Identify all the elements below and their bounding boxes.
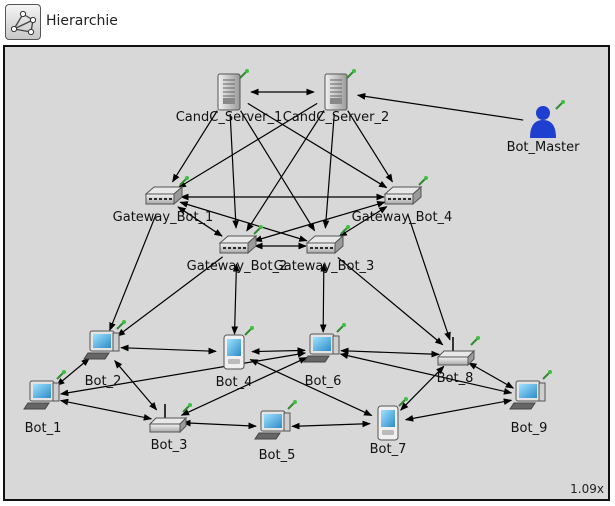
link-candc2-gw3 <box>322 113 335 229</box>
link-gw2-bot2 <box>116 256 223 337</box>
link-gw1-bot2 <box>109 213 157 332</box>
link-master-candc2 <box>356 93 524 121</box>
node-label-gw2: Gateway_Bot_2 <box>187 259 288 274</box>
node-gw2[interactable] <box>218 225 263 255</box>
link-candc1-gw2 <box>229 113 240 229</box>
pda-icon[interactable] <box>223 326 254 370</box>
pc-icon[interactable] <box>303 323 346 363</box>
status-indicator-icon <box>253 225 263 235</box>
router-icon[interactable] <box>436 336 480 367</box>
node-bot3[interactable] <box>148 403 192 434</box>
node-label-candc2: CandC_Server_2 <box>283 110 390 125</box>
status-indicator-icon <box>239 69 249 79</box>
node-master[interactable] <box>530 100 565 138</box>
zoom-level: 1.09x <box>570 482 604 496</box>
server-icon[interactable] <box>324 69 356 111</box>
node-label-master: Bot_Master <box>507 140 581 155</box>
status-indicator-icon <box>244 326 254 336</box>
pda-icon[interactable] <box>377 397 408 441</box>
node-label-bot8: Bot_8 <box>437 371 474 386</box>
person-icon[interactable] <box>530 100 565 138</box>
pc-icon[interactable] <box>83 320 126 360</box>
server-icon[interactable] <box>217 69 249 111</box>
module-header: Hierarchie <box>0 0 615 44</box>
status-indicator-icon <box>56 370 66 380</box>
node-label-gw4: Gateway_Bot_4 <box>352 210 453 225</box>
node-gw4[interactable] <box>383 176 428 206</box>
node-bot9[interactable] <box>509 370 552 410</box>
link-bot1-bot3 <box>59 398 153 421</box>
status-indicator-icon <box>179 176 189 186</box>
node-label-bot3: Bot_3 <box>151 438 188 453</box>
network-module-icon[interactable] <box>5 4 41 40</box>
node-label-bot9: Bot_9 <box>511 421 548 436</box>
node-bot2[interactable] <box>83 320 126 360</box>
status-indicator-icon <box>555 100 565 110</box>
switch-icon[interactable] <box>218 225 263 255</box>
status-indicator-icon <box>398 397 408 407</box>
link-bot6-bot9 <box>339 352 513 395</box>
node-label-candc1: CandC_Server_1 <box>176 110 283 125</box>
link-candc1-gw4 <box>247 102 388 189</box>
status-indicator-icon <box>182 403 192 413</box>
connection-layer <box>56 88 524 430</box>
link-bot5-bot7 <box>291 420 371 430</box>
link-bot7-bot9 <box>404 398 513 422</box>
pc-icon[interactable] <box>254 400 297 440</box>
link-gw4-gw3 <box>338 206 388 237</box>
node-label-gw1: Gateway_Bot_1 <box>113 210 214 225</box>
link-bot6-bot8 <box>340 347 440 358</box>
link-candc1-gw1 <box>172 110 218 183</box>
node-gw3[interactable] <box>305 225 350 255</box>
node-bot6[interactable] <box>303 323 346 363</box>
link-candc2-gw2 <box>246 110 325 232</box>
status-indicator-icon <box>340 225 350 235</box>
node-gw1[interactable] <box>144 176 189 206</box>
status-indicator-icon <box>287 400 297 410</box>
link-bot4-bot6 <box>251 347 306 355</box>
link-gw4-bot8 <box>407 213 451 341</box>
node-candc1[interactable] <box>217 69 249 111</box>
node-bot7[interactable] <box>377 397 408 441</box>
module-title: Hierarchie <box>46 13 118 29</box>
link-bot3-bot5 <box>182 419 257 430</box>
status-indicator-icon <box>418 176 428 186</box>
switch-icon[interactable] <box>305 225 350 255</box>
link-gw2-bot4 <box>231 263 240 335</box>
node-label-bot2: Bot_2 <box>85 374 122 389</box>
node-candc2[interactable] <box>324 69 356 111</box>
pc-icon[interactable] <box>509 370 552 410</box>
node-label-bot1: Bot_1 <box>25 421 62 436</box>
node-label-bot7: Bot_7 <box>370 442 407 457</box>
node-label-bot6: Bot_6 <box>305 374 342 389</box>
link-candc2-gw4 <box>347 110 393 183</box>
link-bot2-bot4 <box>120 344 217 355</box>
switch-icon[interactable] <box>383 176 428 206</box>
router-icon[interactable] <box>148 403 192 434</box>
status-indicator-icon <box>346 69 356 79</box>
status-indicator-icon <box>470 336 480 346</box>
status-indicator-icon <box>542 370 552 380</box>
pc-icon[interactable] <box>23 370 66 410</box>
node-label-gw3: Gateway_Bot_3 <box>274 259 375 274</box>
link-candc2-gw1 <box>177 102 318 189</box>
link-candc1-gw3 <box>240 110 316 232</box>
link-gw3-bot8 <box>337 257 444 346</box>
link-gw3-bot6 <box>319 263 328 333</box>
status-indicator-icon <box>116 320 126 330</box>
node-label-bot4: Bot_4 <box>216 375 253 390</box>
node-bot8[interactable] <box>436 336 480 367</box>
switch-icon[interactable] <box>144 176 189 206</box>
status-indicator-icon <box>336 323 346 333</box>
node-bot1[interactable] <box>23 370 66 410</box>
node-bot5[interactable] <box>254 400 297 440</box>
node-bot4[interactable] <box>223 326 254 370</box>
link-bot4-bot7 <box>249 358 373 417</box>
node-label-bot5: Bot_5 <box>259 448 296 463</box>
